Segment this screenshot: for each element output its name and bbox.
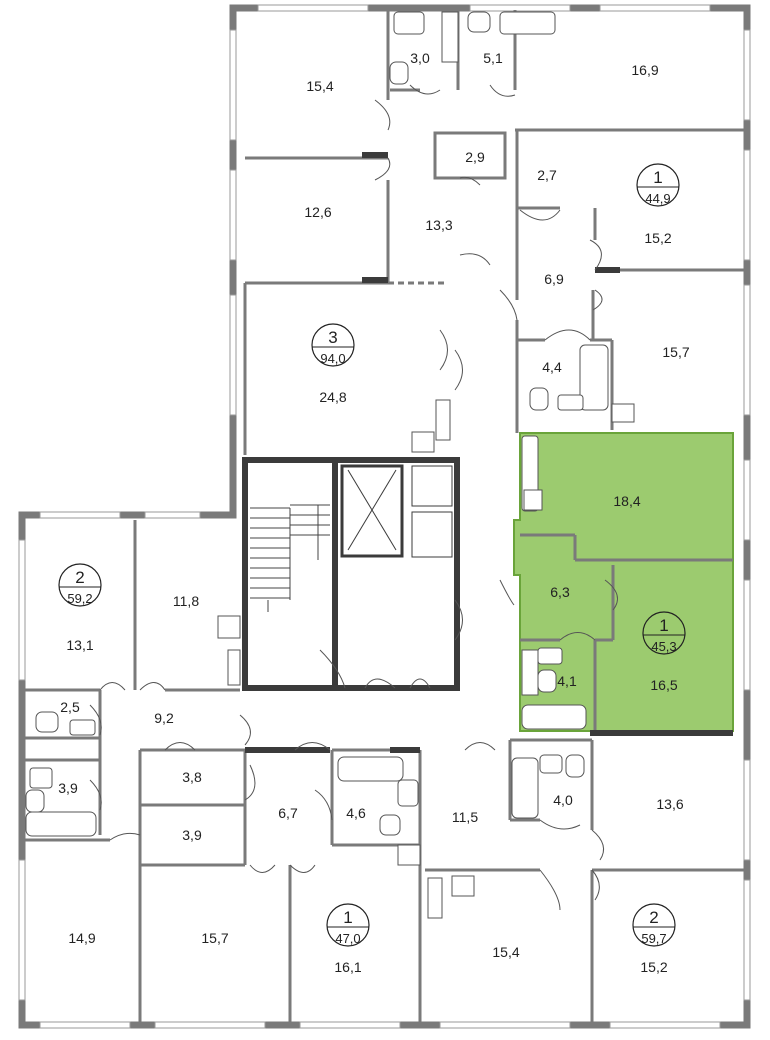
apartment-badge[interactable]: 2 59,7 xyxy=(632,903,676,947)
room-area: 18,4 xyxy=(613,493,640,509)
room-area: 3,9 xyxy=(182,827,202,843)
room-area: 3,8 xyxy=(182,769,202,785)
room-area: 5,1 xyxy=(483,50,503,66)
stair-core xyxy=(242,152,733,753)
apartment-rooms: 1 xyxy=(343,908,352,927)
room-labels: 15,4 3,0 5,1 16,9 2,9 2,7 12,6 13,3 15,2… xyxy=(58,50,690,975)
room-area: 13,1 xyxy=(66,637,93,653)
room-area: 2,7 xyxy=(537,167,557,183)
room-area: 4,0 xyxy=(553,792,573,808)
room-area: 11,5 xyxy=(452,809,478,825)
interior-walls xyxy=(22,10,745,1025)
room-area: 13,3 xyxy=(425,217,452,233)
room-area: 2,9 xyxy=(465,149,485,165)
doors xyxy=(89,84,618,911)
apartment-area: 94,0 xyxy=(320,351,345,366)
apartment-rooms: 1 xyxy=(653,168,662,187)
apartment-area: 59,7 xyxy=(641,931,666,946)
staircase xyxy=(250,504,330,612)
room-area: 4,4 xyxy=(542,359,562,375)
room-area: 12,6 xyxy=(304,204,331,220)
room-area: 14,9 xyxy=(68,930,95,946)
room-area: 15,4 xyxy=(492,944,519,960)
apartment-badge[interactable]: 2 59,2 xyxy=(58,563,102,607)
room-area: 16,5 xyxy=(650,677,677,693)
room-area: 11,8 xyxy=(173,593,199,609)
apartment-rooms: 3 xyxy=(328,328,337,347)
apartment-badge[interactable]: 1 45,3 xyxy=(642,611,686,655)
room-area: 16,1 xyxy=(334,959,361,975)
room-area: 3,9 xyxy=(58,780,78,796)
room-area: 15,7 xyxy=(662,344,689,360)
room-area: 6,9 xyxy=(544,271,564,287)
room-area: 15,2 xyxy=(644,230,671,246)
bath-fixtures xyxy=(25,11,635,919)
room-area: 15,4 xyxy=(306,78,333,94)
room-area: 6,7 xyxy=(278,805,298,821)
apartment-area: 44,9 xyxy=(645,191,670,206)
room-area: 9,2 xyxy=(154,710,174,726)
room-area: 15,2 xyxy=(640,959,667,975)
room-area: 15,7 xyxy=(201,930,228,946)
apartment-rooms: 1 xyxy=(659,616,668,635)
apartment-rooms: 2 xyxy=(75,568,84,587)
room-area: 6,3 xyxy=(550,584,570,600)
outer-walls xyxy=(18,4,751,1029)
room-area: 4,6 xyxy=(346,805,366,821)
apartment-badge[interactable]: 1 47,0 xyxy=(326,903,370,947)
apartment-area: 45,3 xyxy=(651,639,676,654)
apartment-rooms: 2 xyxy=(649,908,658,927)
apartment-badge[interactable]: 3 94,0 xyxy=(311,323,355,367)
room-area: 24,8 xyxy=(319,389,346,405)
room-area: 4,1 xyxy=(557,673,577,689)
room-area: 13,6 xyxy=(656,796,683,812)
apartment-area: 47,0 xyxy=(335,931,360,946)
windows xyxy=(18,4,751,1029)
elevator-shafts xyxy=(340,464,453,558)
room-area: 3,0 xyxy=(410,50,430,66)
apartment-badge[interactable]: 1 44,9 xyxy=(636,163,680,207)
room-area: 16,9 xyxy=(631,62,658,78)
highlighted-apartment[interactable] xyxy=(513,432,734,732)
apartment-area: 59,2 xyxy=(67,591,92,606)
room-area: 2,5 xyxy=(60,699,80,715)
